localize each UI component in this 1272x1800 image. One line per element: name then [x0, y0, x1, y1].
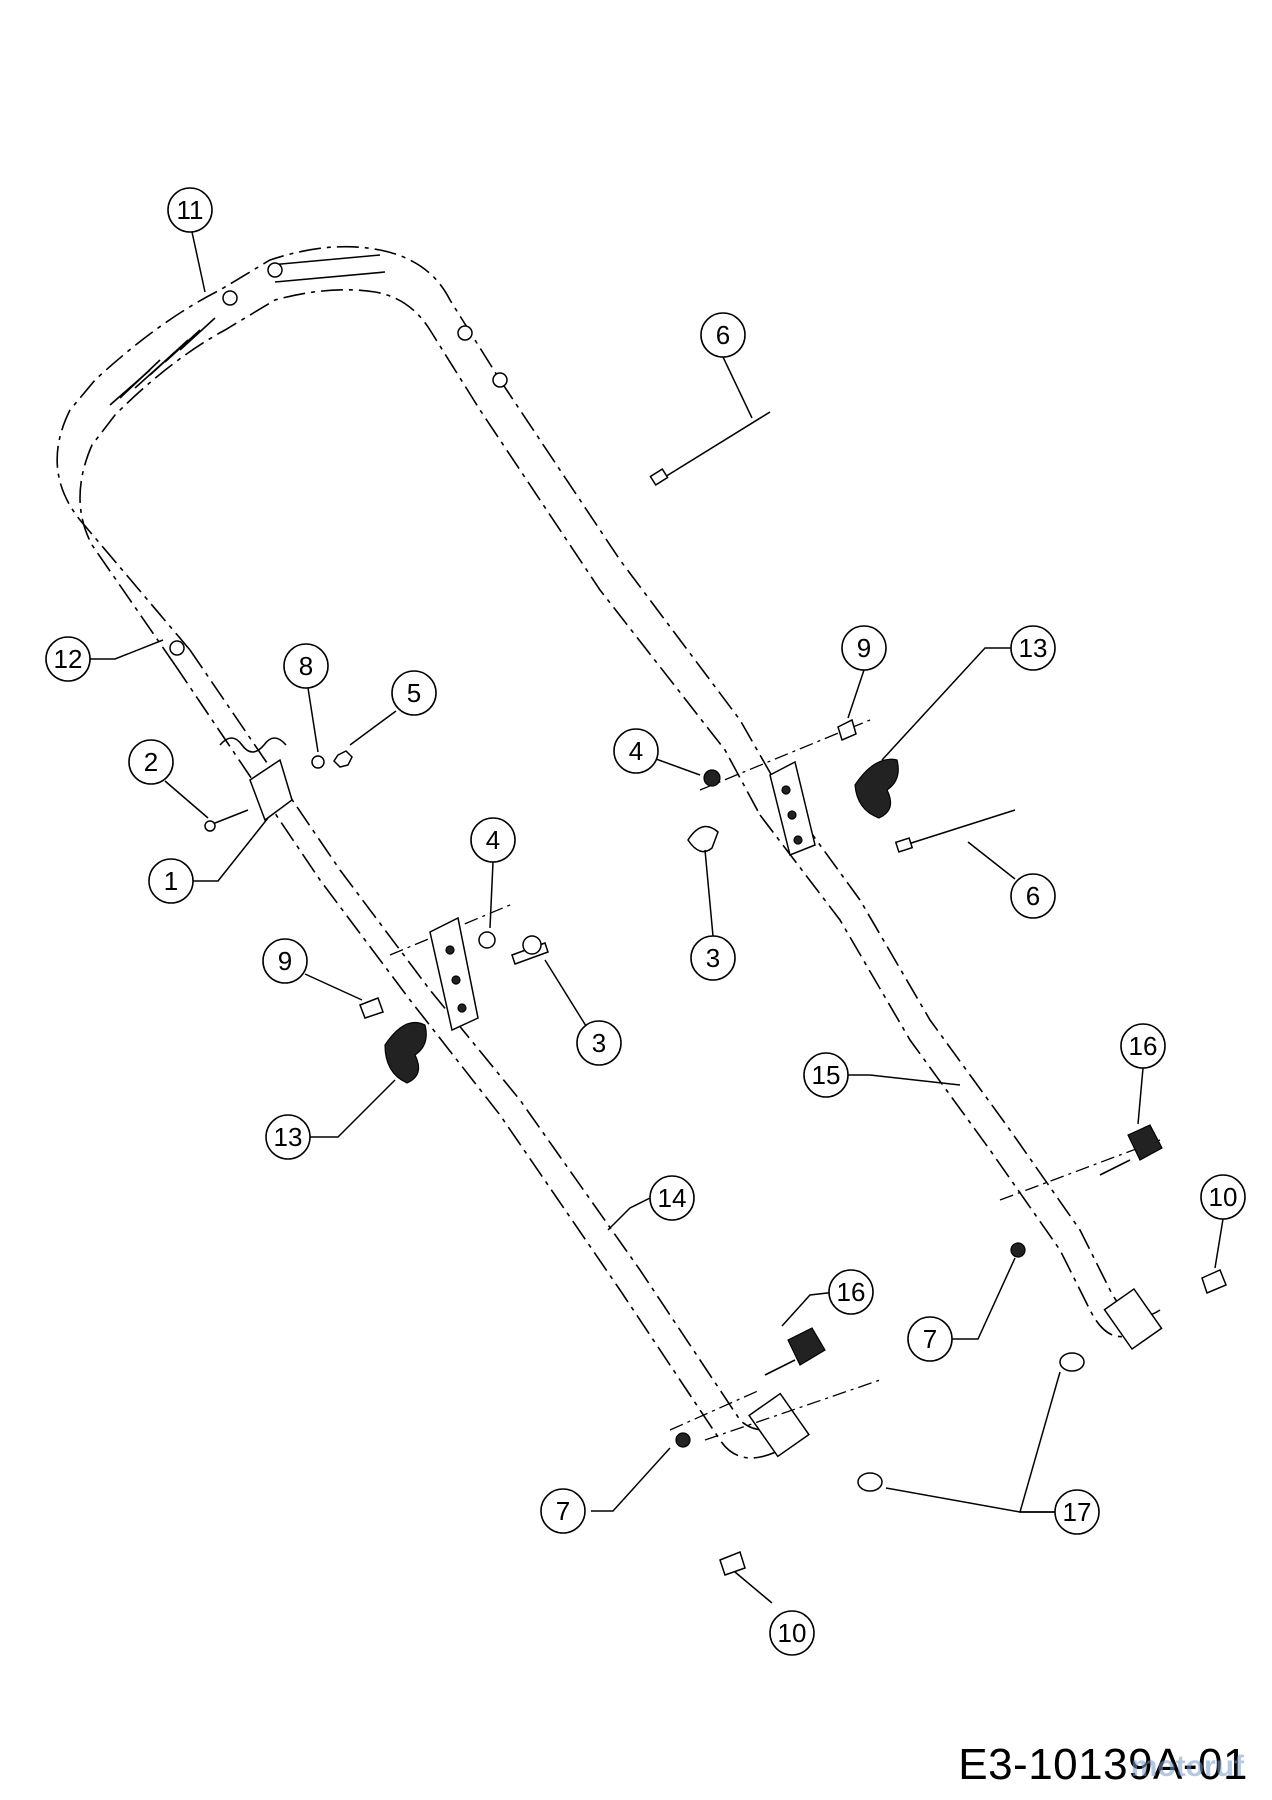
- callout-9-left: 9: [262, 938, 308, 984]
- svg-text:8: 8: [299, 651, 313, 681]
- nut: [478, 931, 496, 949]
- handle-bolt-boss: [267, 262, 283, 278]
- callout-17: 17: [1054, 1489, 1100, 1535]
- callout-6-upper: 6: [700, 312, 746, 358]
- bolt: [837, 718, 857, 742]
- callout-13-right: 13: [1010, 625, 1056, 671]
- callout-11: 11: [167, 187, 213, 233]
- cable-guide: [249, 758, 293, 822]
- callout-16-left: 16: [828, 1269, 874, 1315]
- svg-text:4: 4: [629, 736, 643, 766]
- callout-9-right: 9: [841, 625, 887, 671]
- callout-5: 5: [391, 670, 437, 716]
- svg-text:17: 17: [1063, 1497, 1092, 1527]
- lock-nut: [1010, 1242, 1026, 1258]
- screw-head: [204, 820, 216, 832]
- svg-text:4: 4: [486, 825, 500, 855]
- svg-text:13: 13: [1019, 633, 1048, 663]
- svg-text:12: 12: [54, 644, 83, 674]
- callout-7-left: 7: [540, 1488, 586, 1534]
- callout-10-right: 10: [1200, 1174, 1246, 1220]
- callout-4-right: 4: [613, 728, 659, 774]
- wing-knob: [384, 1021, 427, 1084]
- svg-text:1: 1: [164, 866, 178, 896]
- leader-lines: [90, 231, 1224, 1604]
- svg-text:2: 2: [144, 747, 158, 777]
- svg-text:10: 10: [778, 1618, 807, 1648]
- drawing-code: E3-10139A-01: [958, 1740, 1248, 1789]
- callout-8: 8: [283, 643, 329, 689]
- svg-text:9: 9: [857, 633, 871, 663]
- washer: [1059, 1352, 1085, 1372]
- callout-12: 12: [45, 636, 91, 682]
- lower-right-tube: [759, 789, 1163, 1351]
- hardware-parts: [204, 411, 1227, 1576]
- svg-text:5: 5: [407, 678, 421, 708]
- svg-text:16: 16: [1129, 1031, 1158, 1061]
- star-knob: [1127, 1124, 1163, 1161]
- callout-3-left: 3: [576, 1020, 622, 1066]
- svg-text:16: 16: [837, 1277, 866, 1307]
- carriage-bolt-head: [522, 935, 542, 955]
- svg-text:6: 6: [1026, 881, 1040, 911]
- callout-16-right: 16: [1120, 1023, 1166, 1069]
- cable-tie-head: [894, 837, 914, 853]
- callout-2: 2: [128, 739, 174, 785]
- cable-tie: [659, 411, 771, 481]
- svg-text:9: 9: [278, 946, 292, 976]
- nut: [311, 755, 325, 769]
- callout-15: 15: [803, 1052, 849, 1098]
- bracket-plate: [769, 760, 816, 857]
- carriage-bolt: [687, 825, 719, 853]
- upper-handle-frame: [56, 245, 781, 816]
- guide-spring: [219, 737, 287, 753]
- nut: [333, 750, 353, 768]
- callout-7-right: 7: [907, 1316, 953, 1362]
- shoulder-bolt: [1201, 1268, 1227, 1295]
- tube-end-bracket: [1103, 1287, 1163, 1351]
- washer: [857, 1472, 883, 1492]
- lock-nut: [675, 1432, 691, 1448]
- svg-text:14: 14: [658, 1183, 687, 1213]
- cable-tie-head: [649, 468, 669, 486]
- svg-text:3: 3: [706, 943, 720, 973]
- svg-text:3: 3: [592, 1028, 606, 1058]
- svg-text:10: 10: [1209, 1182, 1238, 1212]
- svg-text:13: 13: [274, 1122, 303, 1152]
- shoulder-bolt: [719, 1551, 746, 1576]
- callout-3-right: 3: [690, 935, 736, 981]
- svg-text:7: 7: [923, 1324, 937, 1354]
- svg-text:7: 7: [556, 1496, 570, 1526]
- watermark-logo: motoruf: [1130, 1750, 1244, 1783]
- callout-13-left: 13: [265, 1114, 311, 1160]
- svg-text:15: 15: [812, 1060, 841, 1090]
- svg-text:11: 11: [177, 195, 204, 225]
- callout-6-lower: 6: [1010, 873, 1056, 919]
- bolt: [359, 997, 384, 1019]
- cable-tie: [904, 809, 1016, 846]
- bracket-plate: [429, 916, 479, 1032]
- callout-1: 1: [148, 858, 194, 904]
- nut: [703, 769, 721, 787]
- tube-end-bracket: [748, 1392, 810, 1458]
- handle-bolt-boss: [457, 325, 473, 341]
- star-knob: [787, 1327, 826, 1366]
- handle-bolt-boss: [222, 290, 238, 306]
- grip-hatching: [109, 254, 386, 406]
- callout-14: 14: [649, 1175, 695, 1221]
- handle-bolt-boss: [169, 640, 185, 656]
- lower-left-tube: [174, 649, 810, 1459]
- callout-4-left: 4: [470, 817, 516, 863]
- screw: [209, 809, 249, 826]
- wing-knob: [854, 758, 899, 819]
- svg-text:6: 6: [716, 320, 730, 350]
- handle-bolt-boss: [492, 372, 508, 388]
- callout-10-left: 10: [769, 1610, 815, 1656]
